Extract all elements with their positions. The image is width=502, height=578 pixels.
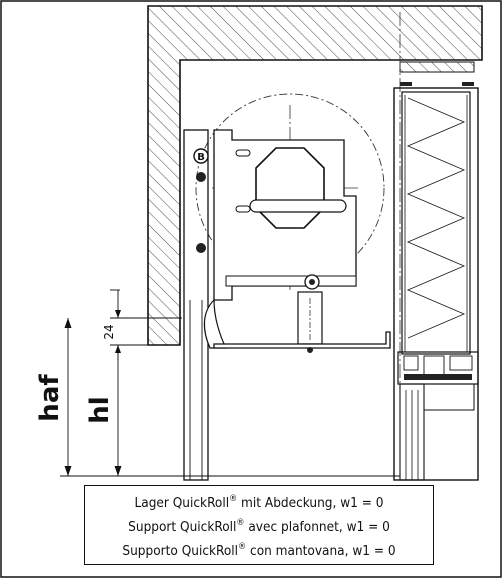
ceiling-cover-strip [399, 61, 475, 73]
bolt-lower [196, 243, 206, 253]
haf-label: haf [35, 374, 65, 422]
caption-text: avec plafonnet, w1 = 0 [244, 519, 390, 535]
caption-text: mit Abdeckung, w1 = 0 [237, 495, 384, 511]
window-sash [401, 91, 471, 355]
caption-line-de: Lager QuickRoll® mit Abdeckung, w1 = 0 [135, 489, 384, 513]
caption-box: Lager QuickRoll® mit Abdeckung, w1 = 0 S… [84, 485, 434, 565]
bolt-top [193, 148, 209, 164]
registered-mark: ® [236, 518, 245, 528]
caption-line-it: Supporto QuickRoll® con mantovana, w1 = … [122, 537, 395, 561]
caption-text: Lager QuickRoll [134, 495, 230, 511]
bracket-plate [225, 275, 357, 287]
caption-text: con mantovana, w1 = 0 [246, 543, 396, 559]
seal-right [462, 82, 474, 86]
insulation-zigzag [406, 97, 466, 339]
guide-rail [183, 129, 209, 481]
bracket-slot [235, 149, 251, 157]
octagonal-shaft [255, 147, 325, 229]
caption-line-fr: Support QuickRoll® avec plafonnet, w1 = … [128, 513, 390, 537]
caption-text: Support QuickRoll [128, 519, 237, 535]
seal-left [400, 82, 412, 86]
shaft-clamp [249, 199, 347, 213]
caption-text: Supporto QuickRoll [122, 543, 239, 559]
bolt-middle [196, 172, 206, 182]
bolt-label: B [197, 152, 205, 163]
registered-mark: ® [229, 494, 238, 504]
offset-24-label: 24 [102, 324, 116, 339]
cover-plate [213, 331, 391, 349]
registered-mark: ® [238, 542, 247, 552]
bracket-slot [235, 205, 251, 213]
hl-label: hl [85, 396, 115, 423]
window-frame [393, 87, 479, 481]
